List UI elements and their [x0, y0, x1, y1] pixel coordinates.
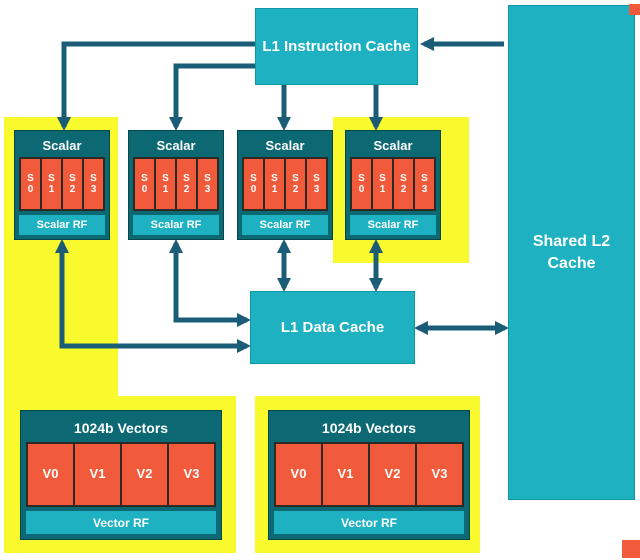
cell-line2: 0	[141, 184, 148, 195]
cell-line2: 3	[204, 184, 211, 195]
vector-rf-bar: Vector RF	[274, 511, 464, 534]
cell-line2: 2	[69, 184, 76, 195]
cell-line1: S	[271, 172, 278, 184]
cell-line2: 1	[48, 184, 55, 195]
cell-line1: S	[48, 172, 55, 184]
cell-line1: S	[27, 172, 34, 184]
cell-line1: S	[421, 172, 428, 184]
cell-line2: 3	[90, 184, 97, 195]
vector-rf-bar: Vector RF	[26, 511, 216, 534]
cell-line1: S	[162, 172, 169, 184]
cell-line1: S	[250, 172, 257, 184]
cell-line2: 3	[421, 184, 428, 195]
cell-line2: 1	[271, 184, 278, 195]
scalar-unit-title: Scalar	[156, 137, 196, 153]
cell-line2: 2	[292, 184, 299, 195]
cell-line2: 0	[358, 184, 365, 195]
scalar-unit-title: Scalar	[42, 137, 82, 153]
scalar-rf-bar: Scalar RF	[242, 215, 328, 235]
vector-unit-1: 1024b Vectors V0 V1 V2 V3 Vector RF	[20, 410, 222, 540]
cell-line1: S	[141, 172, 148, 184]
vector-cells: V0 V1 V2 V3	[26, 442, 216, 507]
l1-instruction-cache-box: L1 Instruction Cache	[255, 8, 418, 85]
orange-fragment-bottom-right	[622, 540, 640, 558]
arrow-l1i-to-scalar2	[169, 63, 255, 131]
scalar-rf-bar: Scalar RF	[19, 215, 105, 235]
vector-cell-v1: V1	[323, 444, 368, 505]
shared-l2-cache-box: Shared L2 Cache	[508, 5, 635, 500]
vector-unit-title: 1024b Vectors	[73, 420, 169, 436]
cell-line2: 0	[27, 184, 34, 195]
cell-line1: S	[90, 172, 97, 184]
cell-line2: 2	[183, 184, 190, 195]
cell-line1: S	[400, 172, 407, 184]
vector-cell-v2: V2	[370, 444, 415, 505]
cell-line1: S	[358, 172, 365, 184]
vector-cell-v0: V0	[28, 444, 73, 505]
cell-line1: S	[313, 172, 320, 184]
cell-line1: S	[292, 172, 299, 184]
vector-unit-2: 1024b Vectors V0 V1 V2 V3 Vector RF	[268, 410, 470, 540]
l1-data-cache-box: L1 Data Cache	[250, 291, 415, 364]
vector-cell-v3: V3	[417, 444, 462, 505]
cell-line1: S	[204, 172, 211, 184]
vector-cell-v3: V3	[169, 444, 214, 505]
vector-unit-title: 1024b Vectors	[321, 420, 417, 436]
arrow-l1i-to-scalar1	[57, 41, 255, 131]
vector-cell-v2: V2	[122, 444, 167, 505]
vector-cell-v0: V0	[276, 444, 321, 505]
scalar-unit-title: Scalar	[265, 137, 305, 153]
cell-line2: 1	[379, 184, 386, 195]
orange-fragment-top-right	[629, 4, 640, 15]
vector-cell-v1: V1	[75, 444, 120, 505]
scalar-rf-bar: Scalar RF	[133, 215, 219, 235]
scalar-rf-bar: Scalar RF	[350, 215, 436, 235]
cell-line1: S	[183, 172, 190, 184]
arrow-scalar2-l1d	[169, 239, 251, 327]
cell-line2: 3	[313, 184, 320, 195]
cell-line2: 1	[162, 184, 169, 195]
cell-line2: 2	[400, 184, 407, 195]
scalar-unit-title: Scalar	[373, 137, 413, 153]
vector-cells: V0 V1 V2 V3	[274, 442, 464, 507]
cell-line1: S	[69, 172, 76, 184]
cell-line2: 0	[250, 184, 257, 195]
cell-line1: S	[379, 172, 386, 184]
